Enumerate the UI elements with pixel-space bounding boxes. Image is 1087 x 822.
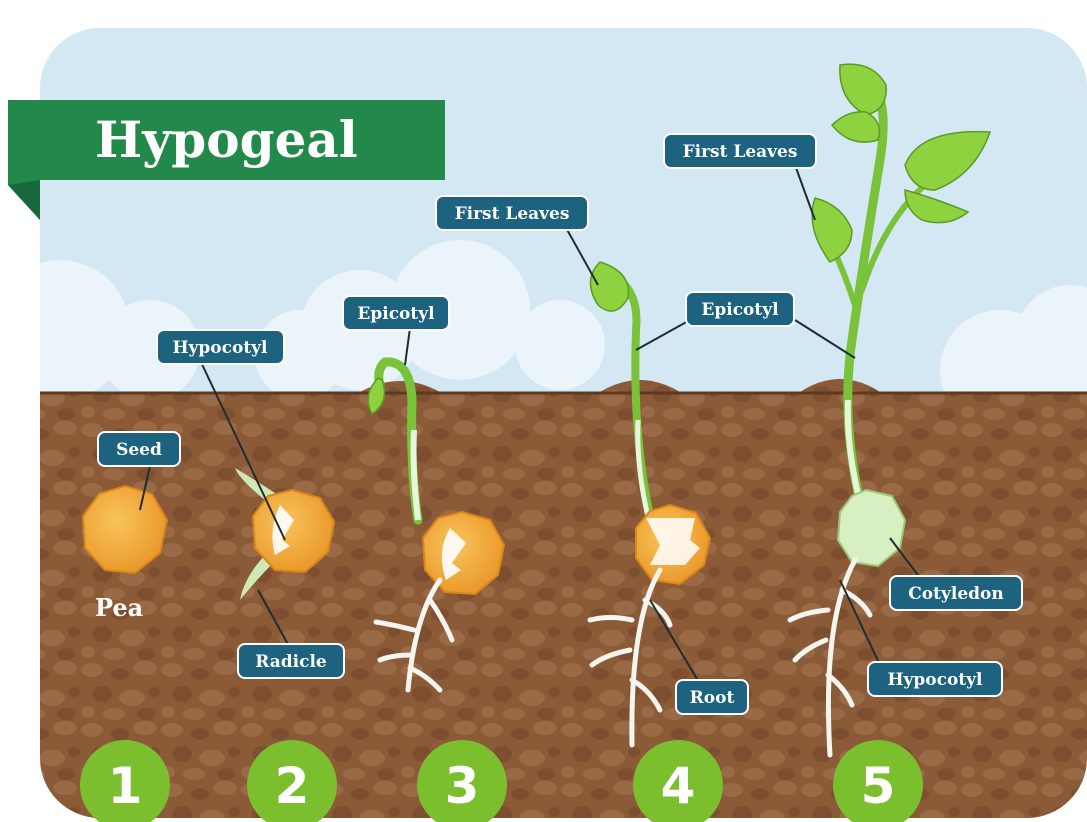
label-hypocotyl-stage-5-text: Hypocotyl bbox=[887, 670, 983, 690]
label-hypocotyl-stage-2-text: Hypocotyl bbox=[172, 338, 268, 358]
stage-number-5-text: 5 bbox=[861, 757, 896, 815]
label-root: Root bbox=[676, 680, 748, 714]
stage-number-1-text: 1 bbox=[108, 757, 143, 815]
label-cotyledon: Cotyledon bbox=[890, 576, 1022, 610]
label-epicotyl-stage-4-5-text: Epicotyl bbox=[701, 300, 779, 320]
label-first-leaves-stage-4-text: First Leaves bbox=[455, 204, 570, 224]
label-first-leaves-stage-4: First Leaves bbox=[436, 196, 588, 230]
stage-number-3-text: 3 bbox=[445, 757, 480, 815]
label-seed: Seed bbox=[98, 432, 180, 466]
label-epicotyl-stage-4-5: Epicotyl bbox=[686, 292, 794, 326]
stage-number-4-text: 4 bbox=[661, 757, 696, 815]
pea-caption: Pea bbox=[95, 593, 143, 622]
label-hypocotyl-stage-2: Hypocotyl bbox=[157, 330, 284, 364]
page-title: Hypogeal bbox=[95, 110, 358, 169]
label-first-leaves-stage-5: First Leaves bbox=[664, 134, 816, 168]
label-hypocotyl-stage-5: Hypocotyl bbox=[868, 662, 1002, 696]
label-cotyledon-text: Cotyledon bbox=[908, 584, 1003, 604]
label-seed-text: Seed bbox=[116, 440, 162, 460]
label-radicle-text: Radicle bbox=[255, 652, 327, 672]
label-radicle: Radicle bbox=[238, 644, 344, 678]
stage-number-2-text: 2 bbox=[275, 757, 310, 815]
label-first-leaves-stage-5-text: First Leaves bbox=[683, 142, 798, 162]
label-root-text: Root bbox=[690, 688, 735, 708]
label-epicotyl-stage-3: Epicotyl bbox=[343, 296, 449, 330]
label-epicotyl-stage-3-text: Epicotyl bbox=[357, 304, 435, 324]
